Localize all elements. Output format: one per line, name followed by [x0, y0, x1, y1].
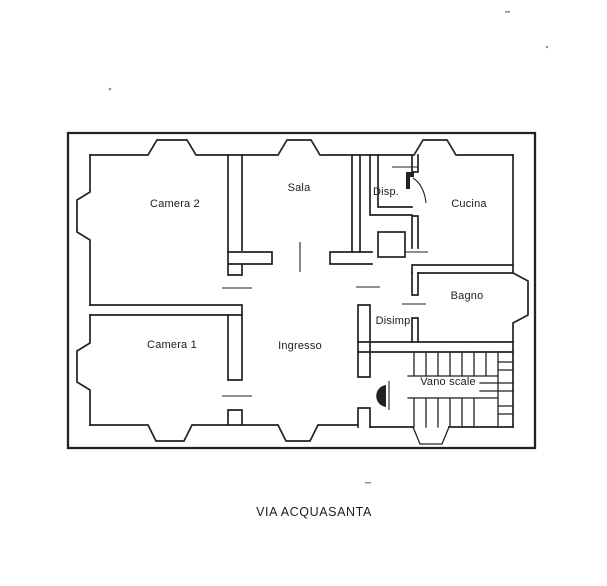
wall-stairwell-top: [357, 341, 514, 353]
room-labels: Camera 2 Sala Disp. Cucina Bagno Camera …: [147, 182, 487, 388]
exterior-inner-wall-right: [512, 154, 529, 428]
wall-ingresso-stairs: [357, 304, 371, 428]
room-label-cucina: Cucina: [451, 198, 487, 210]
stair-upper-flight: [413, 351, 487, 377]
wall-sala-ingresso: [227, 251, 373, 265]
door-swing-arc-icon: [412, 177, 427, 204]
wall-cucina-left: [411, 154, 419, 249]
exterior-inner-wall-left: [76, 154, 91, 426]
door-swing-icon: [376, 381, 390, 410]
room-label-disp: Disp.: [373, 186, 399, 198]
scan-speck: [108, 87, 112, 91]
wall-camera2-camera1: [89, 304, 243, 316]
scan-artifacts: [108, 11, 549, 484]
stair-lower-flight: [413, 397, 475, 428]
exterior-inner-wall-bottom: [89, 424, 514, 442]
door-jamb-icon: [406, 172, 414, 189]
room-label-sala: Sala: [288, 182, 311, 194]
stair-stringers: [407, 375, 499, 399]
scan-speck: [545, 45, 549, 49]
exterior-outer-wall: [66, 131, 537, 450]
wall-sala-right: [351, 154, 361, 253]
room-label-bagno: Bagno: [451, 290, 484, 302]
room-label-vano-scale: Vano scale: [420, 376, 476, 388]
scan-speck: [365, 482, 371, 484]
room-label-ingresso: Ingresso: [278, 340, 322, 352]
stair-return-treads: [479, 361, 514, 415]
stair-treads: [407, 351, 514, 445]
street-caption: VIA ACQUASANTA: [256, 505, 372, 519]
wall-disp: [369, 154, 413, 216]
room-label-camera1: Camera 1: [147, 339, 197, 351]
wall-bagno-left: [411, 272, 419, 343]
stair-entrance: [412, 426, 450, 445]
door-threshold-marks: [222, 166, 428, 397]
room-label-disimp: Disimp: [376, 315, 411, 327]
exterior-inner-wall-top: [89, 139, 514, 156]
scan-speck: [505, 11, 510, 13]
room-label-camera2: Camera 2: [150, 198, 200, 210]
wall-cucina-bagno: [411, 264, 514, 274]
wall-left-column: [227, 154, 243, 426]
shaft-box: [377, 231, 406, 258]
